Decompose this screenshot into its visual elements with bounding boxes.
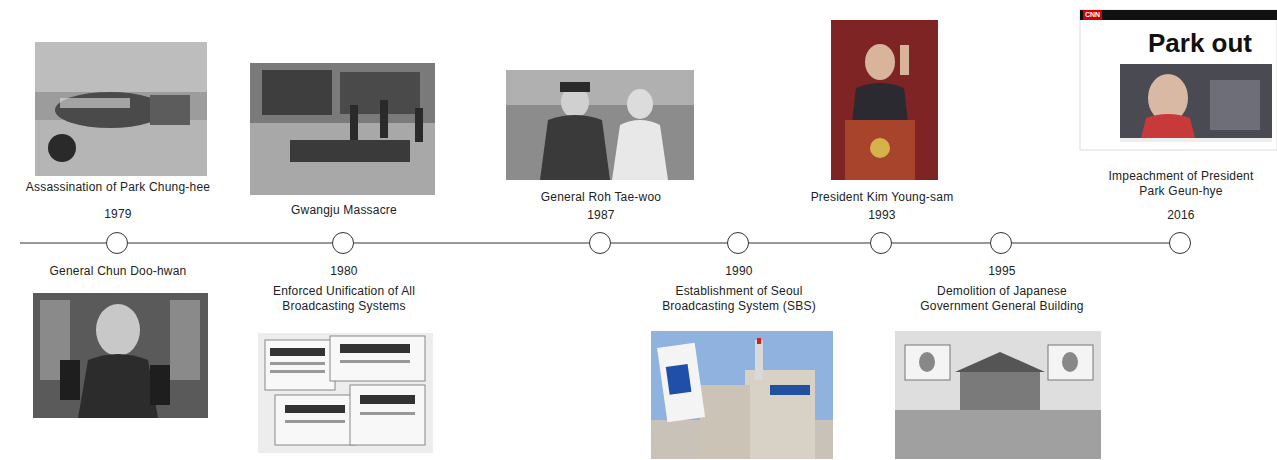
timeline-circle: 1990Establishment of Seoul Broadcasting … — [727, 232, 749, 254]
event-label: Assassination of Park Chung-hee — [13, 180, 223, 195]
timeline-segment — [611, 242, 727, 243]
event-label: Establishment of Seoul Broadcasting Syst… — [649, 284, 829, 314]
headline-text: Park out — [1148, 28, 1252, 58]
timeline-segment — [354, 242, 589, 243]
event-label: General Roh Tae-woo — [506, 190, 696, 205]
timeline-segment — [128, 242, 332, 243]
timeline-circle: Impeachment of President Park Geun-hye20… — [1169, 232, 1191, 254]
photo-gwangju — [250, 63, 435, 195]
photo-sbs — [651, 331, 833, 459]
photo-assassination — [35, 42, 207, 176]
event-label: Impeachment of President Park Geun-hye — [1106, 169, 1256, 199]
event-label: General Chun Doo-hwan — [13, 264, 223, 279]
event-label: 1987 — [551, 208, 651, 223]
event-label: 1979 — [68, 207, 168, 222]
timeline-circle: 1995Demolition of Japanese Government Ge… — [990, 232, 1012, 254]
photo-cnn — [1080, 10, 1277, 150]
event-label: President Kim Young-sam — [792, 190, 972, 205]
photo-newspapers — [258, 333, 433, 453]
timeline-circle: President Kim Young-sam1993 — [870, 232, 892, 254]
photo-roh — [506, 70, 694, 180]
event-label: 1980 — [294, 264, 394, 279]
event-label: Enforced Unification of All Broadcasting… — [259, 284, 429, 314]
timeline-lead — [20, 242, 106, 243]
logo-text: CNN — [1083, 10, 1102, 20]
event-label: 1993 — [832, 208, 932, 223]
photo-chun — [33, 293, 208, 418]
timeline-circle: General Roh Tae-woo1987 — [589, 232, 611, 254]
timeline-segment — [892, 242, 990, 243]
timeline-segment — [749, 242, 870, 243]
event-label: 1990 — [689, 264, 789, 279]
timeline-segment — [1012, 242, 1169, 243]
photo-kim — [831, 20, 938, 180]
photo-demolition — [895, 331, 1101, 459]
timeline-circle: Gwangju Massacre1980Enforced Unification… — [332, 232, 354, 254]
timeline-circle: Assassination of Park Chung-hee1979Gener… — [106, 232, 128, 254]
event-label: Demolition of Japanese Government Genera… — [902, 284, 1102, 314]
event-label: Gwangju Massacre — [254, 203, 434, 218]
event-label: 1995 — [952, 264, 1052, 279]
event-label: 2016 — [1131, 208, 1231, 223]
